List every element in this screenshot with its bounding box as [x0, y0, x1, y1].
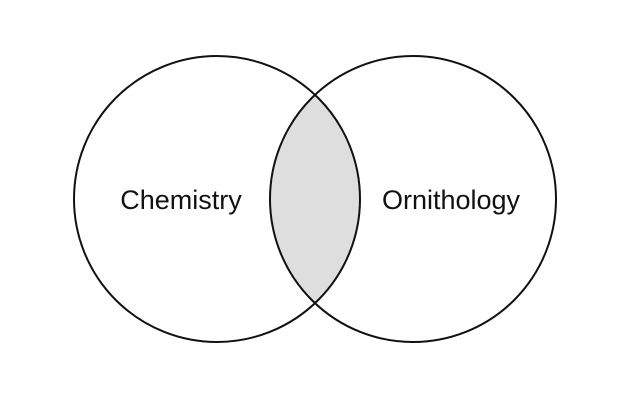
intersection-region	[269, 94, 361, 304]
set-label-chemistry: Chemistry	[120, 185, 242, 215]
set-circle-chemistry	[73, 55, 361, 343]
set-label-ornithology: Ornithology	[382, 185, 521, 215]
set-circle-ornithology	[269, 55, 557, 343]
